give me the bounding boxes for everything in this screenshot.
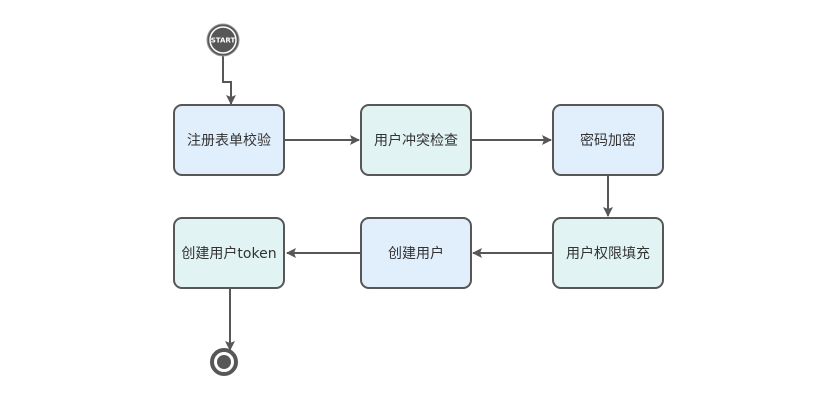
node-registration-form-validation[interactable]: 注册表单校验 (173, 104, 285, 176)
node-label: 注册表单校验 (187, 132, 271, 149)
node-label: 创建用户 (388, 245, 444, 262)
node-label: 创建用户token (181, 245, 276, 262)
end-node (210, 348, 238, 376)
node-label: 密码加密 (580, 132, 636, 149)
start-label: START (211, 37, 236, 45)
edges (222, 56, 613, 351)
node-create-user[interactable]: 创建用户 (360, 217, 472, 289)
node-password-encryption[interactable]: 密码加密 (552, 104, 664, 176)
node-create-user-token[interactable]: 创建用户token (173, 217, 285, 289)
node-user-conflict-check[interactable]: 用户冲突检查 (360, 104, 472, 176)
start-node: START (206, 23, 240, 57)
node-label: 用户权限填充 (566, 245, 650, 262)
node-label: 用户冲突检查 (374, 132, 458, 149)
edge-start-to-n1 (222, 56, 236, 105)
node-user-permission-fill[interactable]: 用户权限填充 (552, 217, 664, 289)
